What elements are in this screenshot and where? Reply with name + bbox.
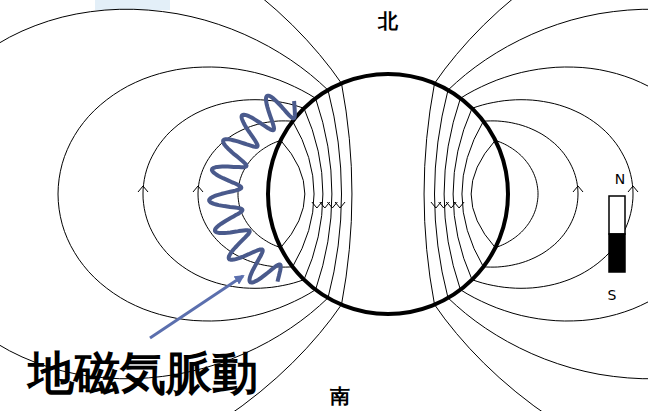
interior-field-line [328, 90, 342, 298]
field-line [0, 0, 342, 411]
field-line [0, 9, 328, 378]
direction-arrow [573, 186, 583, 192]
field-line [472, 100, 633, 289]
direction-arrow [431, 202, 441, 208]
interior-field-line [462, 121, 483, 267]
south-label: 南 [330, 386, 350, 406]
interior-field-line [471, 140, 495, 247]
direction-arrow [628, 186, 638, 192]
interior-field-line [453, 108, 472, 279]
interior-field-line [444, 98, 460, 289]
magnet-south-half [609, 234, 625, 272]
field-line [460, 67, 648, 321]
leader-arrow [150, 276, 243, 338]
direction-arrow [138, 186, 148, 192]
interior-field-line [342, 83, 352, 304]
field-line [58, 67, 316, 321]
interior-field-line [281, 140, 305, 247]
field-line [435, 0, 648, 411]
earth-circle [268, 74, 508, 314]
direction-arrow [335, 202, 345, 208]
interior-field-line [316, 98, 332, 289]
header-fragment [95, 0, 170, 10]
interior-field-line [293, 121, 314, 267]
pulsation-wave [209, 96, 295, 283]
magnet-north-half [609, 196, 625, 234]
field-line [448, 9, 648, 378]
direction-arrow [193, 186, 203, 192]
magnet-n-label: N [615, 172, 625, 186]
interior-field-line [304, 108, 323, 279]
pulsation-label: 地磁気脈動 [28, 350, 258, 396]
interior-field-line [424, 83, 434, 304]
interior-field-line [435, 90, 449, 298]
north-label: 北 [378, 11, 398, 31]
magnet-s-label: S [608, 288, 617, 302]
